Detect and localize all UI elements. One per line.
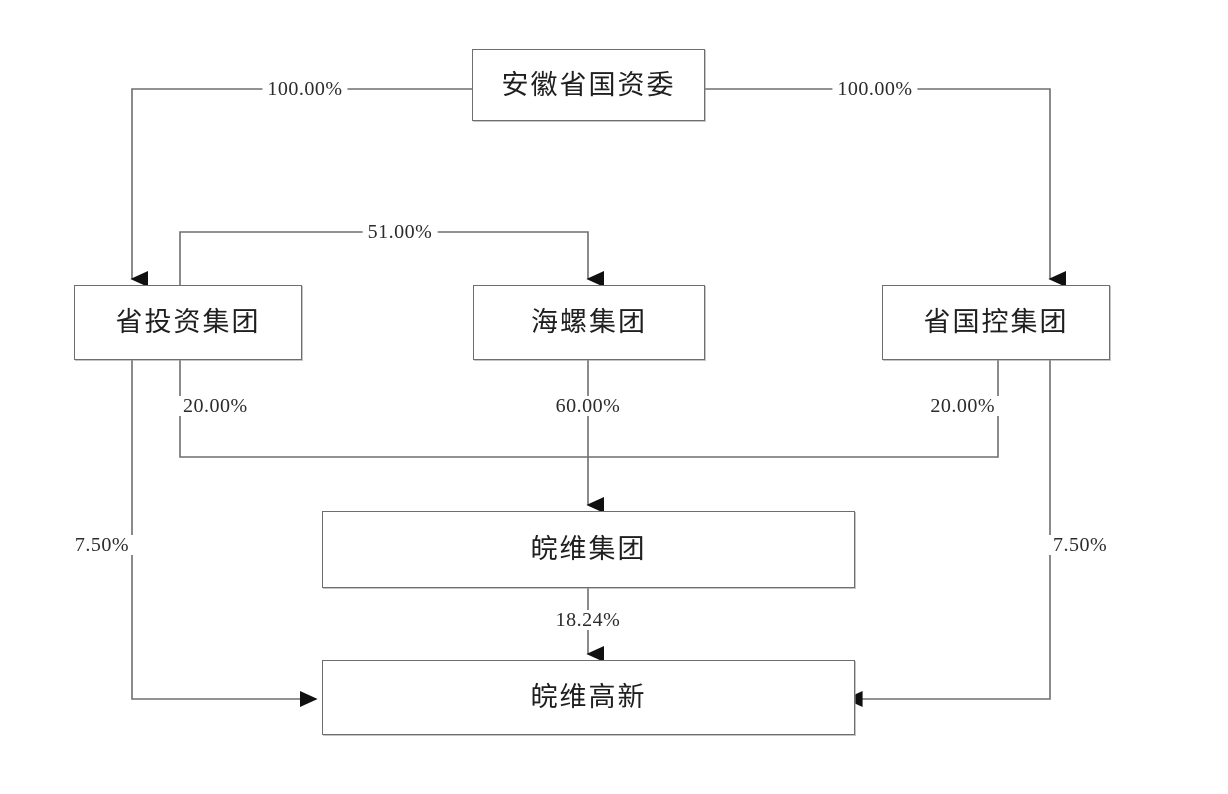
percent-value: 100.00%: [267, 78, 343, 100]
edge-label-sasac-to-invest: 100.00%: [262, 78, 348, 100]
edge-label-guokong-to-wanwei-group: 20.00%: [925, 396, 1000, 416]
node-label: 安徽省国资委: [501, 69, 676, 100]
percent-value: 20.00%: [930, 395, 995, 417]
node-label: 皖维集团: [530, 534, 647, 564]
node-label: 皖维高新: [530, 682, 647, 712]
edge-guokong-to-wanwei-group: [588, 360, 999, 458]
percent-value: 20.00%: [183, 395, 248, 417]
node-label: 海螺集团: [531, 307, 647, 337]
edge-sasac-to-invest: [130, 88, 472, 287]
edge-label-group-to-gaoxin: 18.24%: [550, 609, 626, 631]
percent-value: 7.50%: [74, 534, 129, 556]
edge-label-conch-to-wanwei-group: 60.00%: [550, 395, 626, 417]
node-hailuo-jituan[interactable]: 海螺集团: [473, 285, 705, 360]
percent-value: 51.00%: [367, 221, 433, 243]
node-wanwei-jituan[interactable]: 皖维集团: [322, 511, 855, 588]
edge-label-invest-to-wanwei-group: 20.00%: [178, 396, 253, 416]
edge-label-guokong-to-gaoxin: 7.50%: [1048, 534, 1113, 556]
edge-invest-to-gaoxin: [131, 360, 318, 707]
node-sheng-touzi-jituan[interactable]: 省投资集团: [74, 285, 302, 360]
node-sheng-guokong-jituan[interactable]: 省国控集团: [882, 285, 1110, 360]
edge-guokong-to-gaoxin: [845, 360, 1051, 707]
edge-label-sasac-to-guokong: 100.00%: [832, 78, 918, 100]
node-label: 省国控集团: [923, 307, 1069, 337]
node-wanwei-gaoxin[interactable]: 皖维高新: [322, 660, 855, 735]
edge-invest-to-wanwei-group: [179, 360, 588, 458]
percent-value: 18.24%: [555, 609, 621, 631]
node-anhui-sasac[interactable]: 安徽省国资委: [472, 49, 705, 121]
edge-label-invest-to-gaoxin: 7.50%: [69, 534, 134, 556]
percent-value: 60.00%: [555, 395, 621, 417]
edge-sasac-to-guokong: [705, 88, 1066, 287]
percent-value: 7.50%: [1053, 534, 1108, 556]
percent-value: 100.00%: [837, 78, 913, 100]
edge-label-invest-to-conch: 51.00%: [362, 221, 438, 243]
node-label: 省投资集团: [115, 307, 261, 337]
